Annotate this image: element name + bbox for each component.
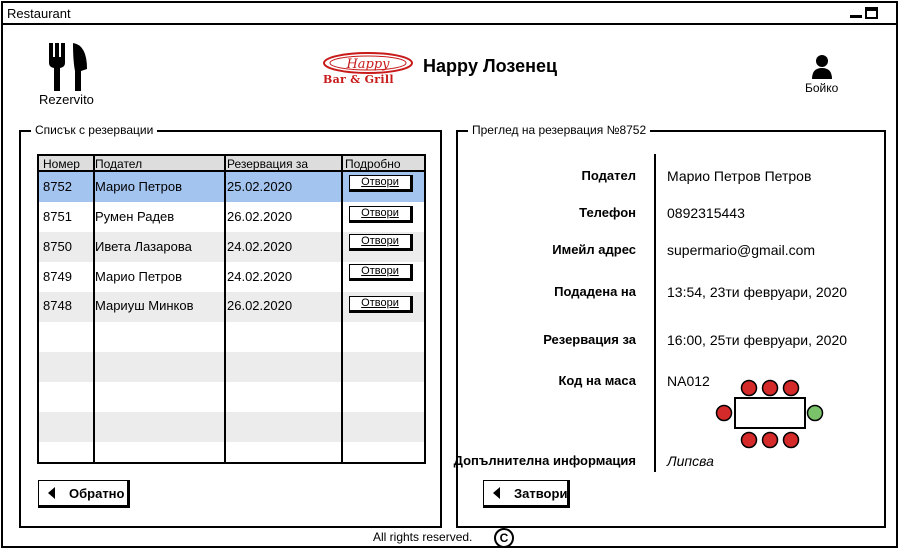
- back-button[interactable]: Обратно: [38, 480, 130, 508]
- label-email: Имейл адрес: [552, 242, 636, 257]
- restaurant-title: Happy Лозенец: [423, 56, 558, 76]
- close-button-label: Затвори: [514, 486, 568, 501]
- window-title: Restaurant: [7, 6, 71, 21]
- value-reserved-for: 16:00, 25ти февруари, 2020: [667, 332, 848, 348]
- cell-date: 26.02.2020: [227, 298, 293, 313]
- reservation-detail-panel: Преглед на резервация №8752 Подател Мари…: [453, 123, 886, 528]
- seat-icon: [715, 404, 733, 422]
- column-divider: [93, 156, 95, 462]
- value-email: supermario@gmail.com: [667, 242, 816, 258]
- empty-row: [39, 442, 424, 462]
- open-button[interactable]: Отвори: [349, 296, 413, 313]
- open-button[interactable]: Отвори: [349, 234, 413, 251]
- arrow-left-icon: [493, 487, 500, 499]
- label-phone: Телефон: [579, 205, 636, 220]
- open-button[interactable]: Отвори: [349, 206, 413, 223]
- table-header: Номер Подател Резервация за Подробно: [39, 156, 424, 172]
- open-button[interactable]: Отвори: [349, 175, 413, 192]
- cell-date: 26.02.2020: [227, 209, 293, 224]
- seat-icon: [740, 379, 758, 397]
- close-button[interactable]: Затвори: [483, 480, 570, 508]
- user-name[interactable]: Бойко: [805, 81, 839, 95]
- maximize-icon[interactable]: [865, 7, 878, 19]
- minimize-icon[interactable]: [850, 15, 862, 18]
- seat-icon: [761, 431, 779, 449]
- col-details: Подробно: [345, 157, 401, 171]
- cell-number: 8752: [43, 179, 72, 194]
- seat-icon: [782, 431, 800, 449]
- value-extra-info: Липсва: [667, 453, 714, 469]
- seat-icon: [782, 379, 800, 397]
- reservation-list-panel: Списък с резервации Номер Подател Резерв…: [19, 123, 442, 528]
- table-shape: [734, 397, 806, 429]
- user-icon[interactable]: [811, 55, 833, 79]
- col-date[interactable]: Резервация за: [227, 157, 309, 171]
- restaurant-logo: Happy Bar & Grill: [321, 51, 415, 87]
- empty-row: [39, 382, 424, 412]
- column-divider: [341, 156, 343, 462]
- col-number[interactable]: Номер: [43, 157, 80, 171]
- column-divider: [224, 156, 226, 462]
- cell-sender: Румен Радев: [95, 209, 175, 224]
- label-reserved-for: Резервация за: [543, 332, 636, 347]
- seat-icon: [740, 431, 758, 449]
- cell-sender: Ивета Лазарова: [95, 239, 192, 254]
- value-sender: Марио Петров Петров: [667, 168, 812, 184]
- cell-number: 8751: [43, 209, 72, 224]
- col-sender[interactable]: Подател: [95, 157, 143, 171]
- fork-knife-icon: [49, 43, 87, 91]
- table-seating-diagram: [715, 379, 824, 449]
- empty-row: [39, 352, 424, 382]
- footer-text: All rights reserved.: [373, 530, 473, 544]
- logo-bottom-text: Bar & Grill: [323, 73, 394, 86]
- brand-name: Rezervito: [39, 92, 94, 107]
- logo-top-text: Happy: [345, 57, 390, 72]
- empty-row: [39, 322, 424, 352]
- label-table-code: Код на маса: [558, 373, 636, 388]
- cell-sender: Мариуш Минков: [95, 298, 194, 313]
- cell-number: 8749: [43, 269, 72, 284]
- cell-date: 24.02.2020: [227, 269, 293, 284]
- back-button-label: Обратно: [69, 486, 125, 501]
- empty-row: [39, 412, 424, 442]
- label-extra-info: Допълнителна информация: [453, 453, 636, 468]
- cell-sender: Марио Петров: [95, 269, 183, 284]
- open-button[interactable]: Отвори: [349, 264, 413, 281]
- value-phone: 0892315443: [667, 205, 745, 221]
- list-legend: Списък с резервации: [31, 123, 158, 137]
- label-submitted: Подадена на: [554, 284, 636, 299]
- cell-number: 8748: [43, 298, 72, 313]
- footer: All rights reserved. C: [3, 528, 900, 549]
- seat-icon: [761, 379, 779, 397]
- cell-date: 24.02.2020: [227, 239, 293, 254]
- cell-sender: Марио Петров: [95, 179, 183, 194]
- cell-number: 8750: [43, 239, 72, 254]
- cell-date: 25.02.2020: [227, 179, 293, 194]
- reservations-table: Номер Подател Резервация за Подробно 875…: [37, 154, 426, 464]
- detail-divider: [654, 154, 656, 472]
- arrow-left-icon: [48, 487, 55, 499]
- value-table-code: NA012: [667, 373, 710, 389]
- label-sender: Подател: [581, 168, 636, 183]
- copyright-icon: C: [494, 528, 514, 548]
- value-submitted: 13:54, 23ти февруари, 2020: [667, 284, 848, 300]
- title-bar: Restaurant: [3, 3, 896, 25]
- detail-legend: Преглед на резервация №8752: [468, 123, 651, 137]
- seat-icon: [806, 404, 824, 422]
